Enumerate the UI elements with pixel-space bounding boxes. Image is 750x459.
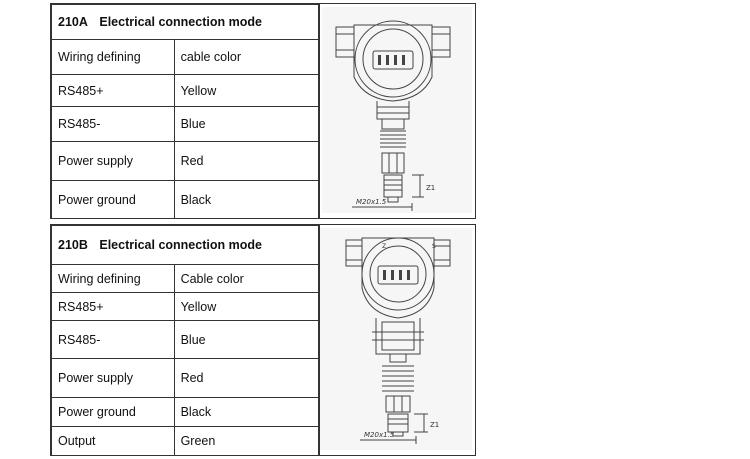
table-row: Power supply Red xyxy=(51,358,320,398)
table-row: RS485+ Yellow xyxy=(51,292,320,321)
title-text: Electrical connection mode xyxy=(99,238,262,252)
wiring-cell: RS485- xyxy=(51,320,175,359)
table-row: RS485- Blue xyxy=(51,320,320,359)
wiring-cell: Power ground xyxy=(51,397,175,427)
color-cell: Red xyxy=(173,141,320,181)
color-cell: Red xyxy=(173,358,320,398)
color-cell: Blue xyxy=(173,106,320,142)
model-code: 210B xyxy=(58,238,88,252)
table-title: 210B Electrical connection mode xyxy=(51,225,319,265)
wiring-cell: Output xyxy=(51,426,175,456)
color-cell: Yellow xyxy=(173,74,320,107)
wiring-cell: Power ground xyxy=(51,180,175,219)
wiring-table-210b: 210B Electrical connection mode Wiring d… xyxy=(50,224,476,456)
thread-label: M20x1.5 xyxy=(364,431,395,439)
color-cell: Black xyxy=(173,180,320,219)
header-wiring: Wiring defining xyxy=(51,39,175,75)
column-divider xyxy=(319,4,320,218)
table-row: Power ground Black xyxy=(51,180,320,219)
header-color: cable color xyxy=(173,39,320,75)
table-row: RS485- Blue xyxy=(51,106,320,142)
table-header-row: Wiring defining Cable color xyxy=(51,264,320,293)
color-cell: Black xyxy=(173,397,320,427)
transmitter-drawing-210a: Z1 M20x1.5 xyxy=(322,7,472,213)
table-210a: 210A Electrical connection mode Wiring d… xyxy=(51,4,320,219)
table-210b: 210B Electrical connection mode Wiring d… xyxy=(51,225,320,456)
mark-right: S xyxy=(432,243,436,250)
header-wiring: Wiring defining xyxy=(51,264,175,293)
table-header-row: Wiring defining cable color xyxy=(51,39,320,75)
color-cell: Green xyxy=(173,426,320,456)
table-title: 210A Electrical connection mode xyxy=(51,4,319,40)
wiring-cell: RS485- xyxy=(51,106,175,142)
thread-label: M20x1.5 xyxy=(356,198,387,206)
table-row: Output Green xyxy=(51,426,320,456)
mark-left: Z xyxy=(382,243,386,250)
table-row: Power supply Red xyxy=(51,141,320,181)
dimension-label: Z1 xyxy=(426,184,435,192)
column-divider xyxy=(319,225,320,455)
dimension-label: Z1 xyxy=(430,421,439,429)
wiring-cell: Power supply xyxy=(51,141,175,181)
color-cell: Blue xyxy=(173,320,320,359)
wiring-cell: RS485+ xyxy=(51,292,175,321)
wiring-cell: Power supply xyxy=(51,358,175,398)
model-code: 210A xyxy=(58,15,88,29)
color-cell: Yellow xyxy=(173,292,320,321)
transmitter-drawing-210b: Z S Z1 M20x1.5 xyxy=(320,228,472,450)
wiring-table-210a: 210A Electrical connection mode Wiring d… xyxy=(50,3,476,219)
table-row: RS485+ Yellow xyxy=(51,74,320,107)
title-text: Electrical connection mode xyxy=(99,15,262,29)
header-color: Cable color xyxy=(173,264,320,293)
wiring-cell: RS485+ xyxy=(51,74,175,107)
table-row: Power ground Black xyxy=(51,397,320,427)
